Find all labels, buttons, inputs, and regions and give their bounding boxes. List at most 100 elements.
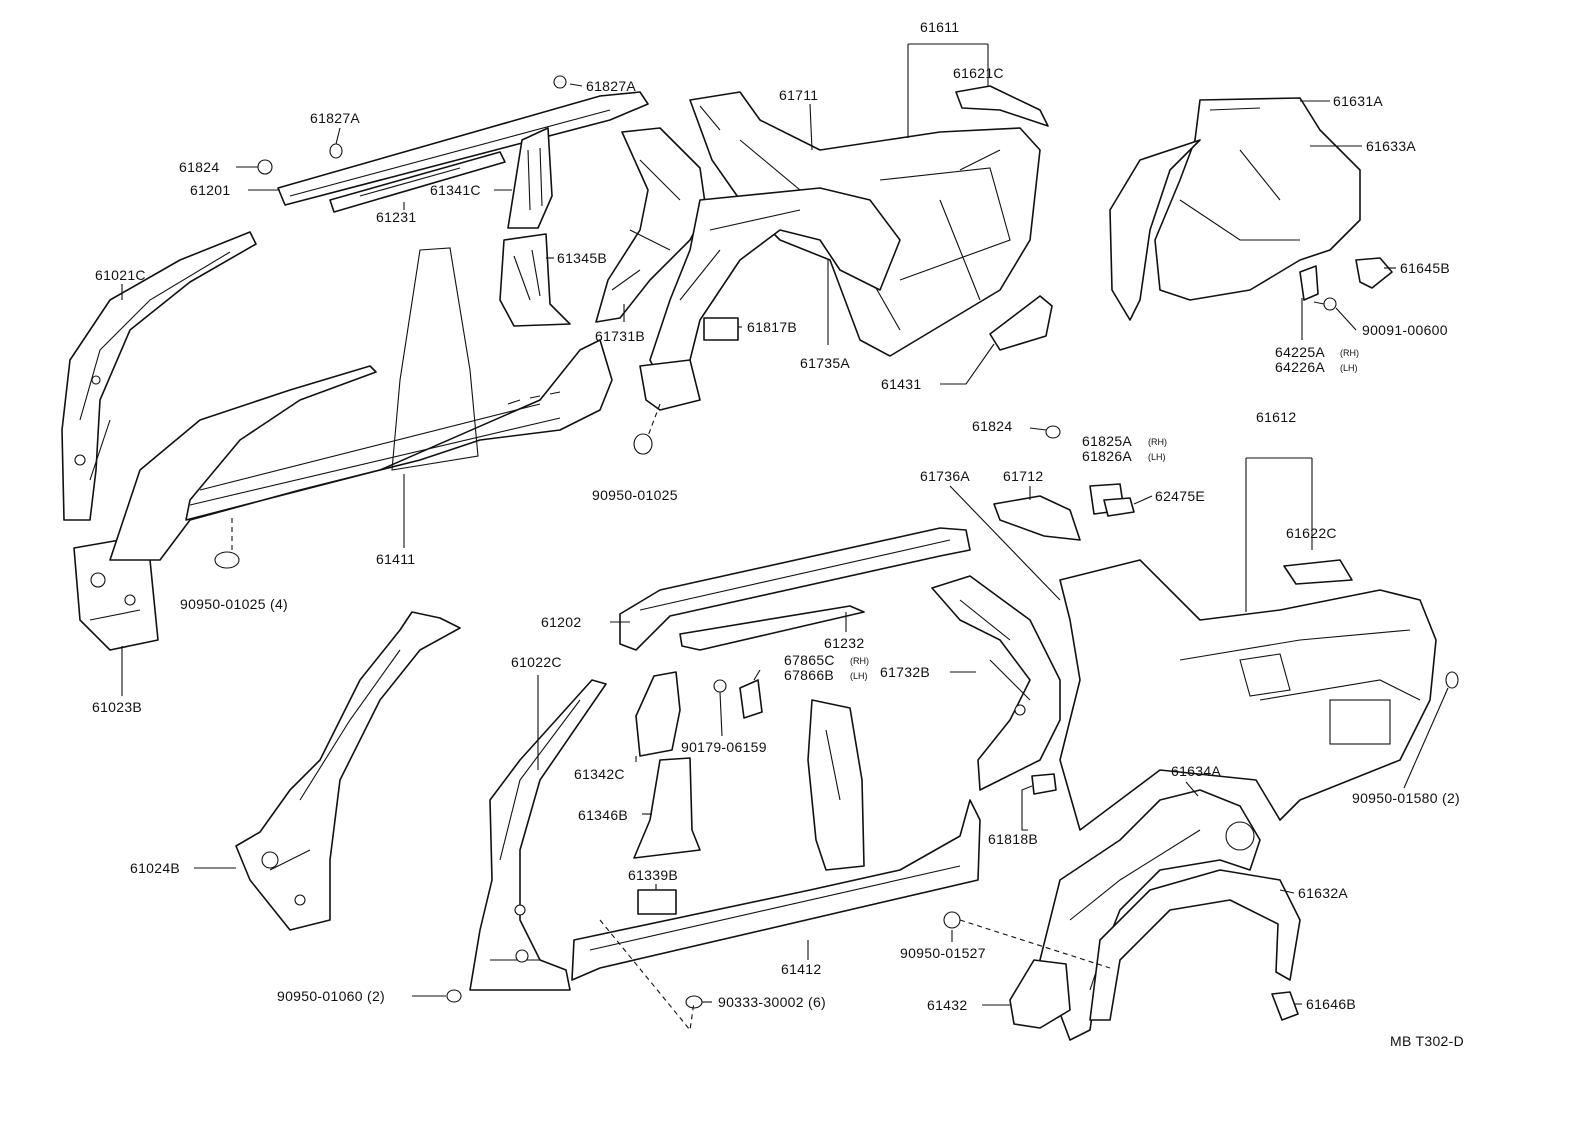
part-61024b-pillar-assembly <box>235 611 461 931</box>
label-90091-00600: 90091-00600 <box>1362 322 1448 338</box>
label-61621c: 61621C <box>953 65 1004 81</box>
part-61346b-pillar-reinforcement <box>633 757 701 859</box>
label-67865c: 67865C <box>784 652 835 668</box>
label-64226a: 64226A <box>1275 359 1325 375</box>
label-61023b: 61023B <box>92 699 142 715</box>
label-61634a: 61634A <box>1171 763 1221 779</box>
label-90950-01025: 90950-01025 <box>592 487 678 503</box>
label-61631a: 61631A <box>1333 93 1383 109</box>
part-61201-roof-rail <box>277 91 649 206</box>
part-61621c-reinforcement <box>955 85 1049 127</box>
label-61346b: 61346B <box>578 807 628 823</box>
part-61631a-wheelhouse-outer <box>1109 97 1361 321</box>
label-67865c-rh: (RH) <box>850 656 869 666</box>
label-61825a: 61825A <box>1082 433 1132 449</box>
label-61632a: 61632A <box>1298 885 1348 901</box>
label-64225a-rh: (RH) <box>1340 348 1359 358</box>
part-61202-roof-rail <box>619 527 971 651</box>
part-90333-30002-6-plug <box>685 995 703 1009</box>
part-61824-plug <box>257 159 273 175</box>
part-90179-06159-clip <box>713 679 727 693</box>
label-61341c: 61341C <box>430 182 481 198</box>
label-61612: 61612 <box>1256 409 1296 425</box>
label-61633a: 61633A <box>1366 138 1416 154</box>
part-61021c-front-pillar <box>61 231 257 521</box>
part-61646b-gusset <box>1271 991 1299 1021</box>
part-61732b-quarter-inner <box>931 575 1061 791</box>
part-61345b-pillar-reinforcement <box>499 233 571 327</box>
label-61024b: 61024B <box>130 860 180 876</box>
label-61732b: 61732B <box>880 664 930 680</box>
label-61736a: 61736A <box>920 468 970 484</box>
part-61622c-reinforcement <box>1283 559 1353 585</box>
label-61022c: 61022C <box>511 654 562 670</box>
label-61827a: 61827A <box>310 110 360 126</box>
label-67866b: 67866B <box>784 667 834 683</box>
part-61818b-pad <box>1031 773 1057 795</box>
label-90950-01580-2: 90950-01580 (2) <box>1352 790 1460 806</box>
label-61827a-top: 61827A <box>586 78 636 94</box>
label-61817b: 61817B <box>747 319 797 335</box>
label-90950-01060-2: 90950-01060 (2) <box>277 988 385 1004</box>
part-61735a-wheel-arch <box>649 187 901 381</box>
part-61712-reinforcement <box>993 495 1081 541</box>
label-61735a: 61735A <box>800 355 850 371</box>
part-61023b-lower-pillar <box>73 539 159 651</box>
part-61432-extension <box>1009 959 1071 1029</box>
part-61645b-gusset <box>1355 257 1393 289</box>
part-61339b-pad <box>637 889 677 915</box>
part-labels: 61611 61621C 61827A 61711 61631A 61633A … <box>92 19 1464 1049</box>
label-90179-06159: 90179-06159 <box>681 739 767 755</box>
label-61824-top: 61824 <box>179 159 219 175</box>
label-61712: 61712 <box>1003 468 1043 484</box>
label-61731b: 61731B <box>595 328 645 344</box>
part-61022c-front-pillar <box>469 679 607 991</box>
label-61826a-lh: (LH) <box>1148 452 1166 462</box>
label-61202: 61202 <box>541 614 581 630</box>
label-90950-01527: 90950-01527 <box>900 945 986 961</box>
part-90950-01025-plug <box>633 433 653 455</box>
label-61622c: 61622C <box>1286 525 1337 541</box>
label-64226a-lh: (LH) <box>1340 363 1358 373</box>
label-61231: 61231 <box>376 209 416 225</box>
label-61232: 61232 <box>824 635 864 651</box>
leader-lines <box>121 43 1449 1032</box>
label-64225a: 64225A <box>1275 344 1325 360</box>
part-61824-plug-mid <box>1045 425 1061 439</box>
label-61645b: 61645B <box>1400 260 1450 276</box>
part-90950-01580-2-plug <box>1445 671 1459 689</box>
part-90091-00600-bolt <box>1313 297 1337 311</box>
label-62475e: 62475E <box>1155 488 1205 504</box>
part-90950-01025-4-plug <box>214 551 240 569</box>
label-61431: 61431 <box>881 376 921 392</box>
label-67866b-lh: (LH) <box>850 671 868 681</box>
part-61231-rail-reinforcement <box>329 151 506 213</box>
part-61632a-wheelhouse-outer <box>1089 869 1301 1021</box>
part-61731b-quarter-inner <box>595 127 707 323</box>
part-61431-extension <box>989 295 1053 351</box>
part-61827a-plug-top <box>553 75 567 89</box>
label-61342c: 61342C <box>574 766 625 782</box>
part-61411-rocker-panel <box>109 247 613 561</box>
part-64225a-bracket <box>1299 265 1319 301</box>
label-61711: 61711 <box>779 87 818 103</box>
part-67865c-bracket <box>739 679 763 719</box>
label-61611: 61611 <box>920 19 959 35</box>
part-61341c-pillar-reinforcement <box>507 127 553 229</box>
label-90950-01025-4: 90950-01025 (4) <box>180 596 288 612</box>
part-61827a-plug <box>329 143 343 159</box>
part-61412-side-panel <box>571 699 981 981</box>
label-61432: 61432 <box>927 997 967 1013</box>
part-61817b-pad <box>703 317 739 341</box>
part-61232-rail-reinforcement <box>679 605 865 651</box>
label-61021c: 61021C <box>95 267 146 283</box>
label-61339b: 61339B <box>628 867 678 883</box>
part-61612-quarter-panel <box>1059 559 1437 831</box>
label-reference-code: MB T302-D <box>1390 1033 1464 1049</box>
part-90950-01527-plug <box>943 911 961 929</box>
part-wheel-arch-extension <box>639 359 701 411</box>
label-61826a: 61826A <box>1082 448 1132 464</box>
label-61412: 61412 <box>781 961 821 977</box>
label-61201: 61201 <box>190 182 230 198</box>
label-61411: 61411 <box>376 551 415 567</box>
